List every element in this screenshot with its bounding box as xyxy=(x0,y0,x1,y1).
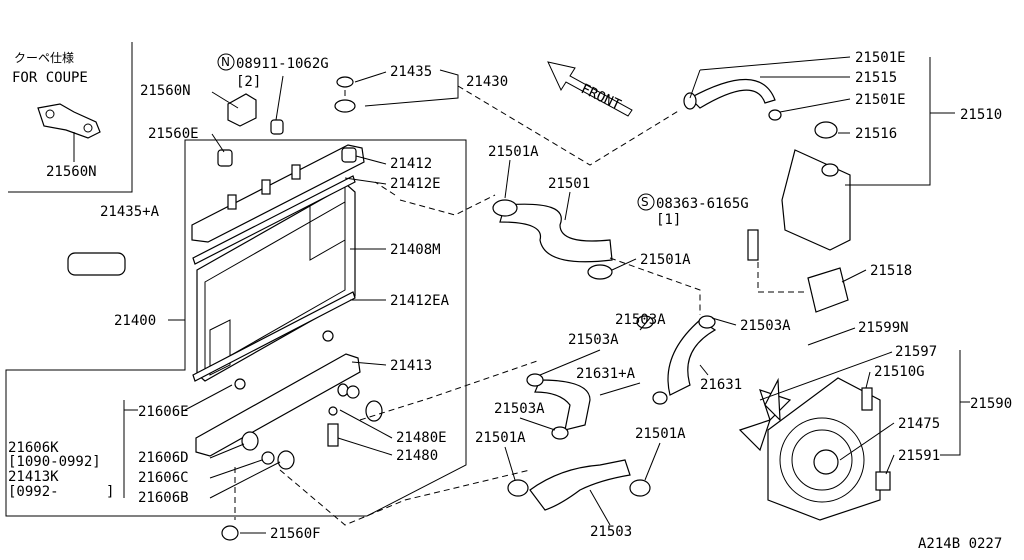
label-21510g: 21510G xyxy=(874,364,925,380)
label-21560f: 21560F xyxy=(270,526,321,542)
label-21503a-4: 21503A xyxy=(494,401,545,417)
label-21480: 21480 xyxy=(396,448,438,464)
label-21400: 21400 xyxy=(114,313,156,329)
label-21503a-1: 21503A xyxy=(568,332,619,348)
label-21501a-3: 21501A xyxy=(475,430,526,446)
label-08911: 08911-1062G xyxy=(236,56,329,72)
label-21435a: 21435+A xyxy=(100,204,160,220)
label-21606k: 21606K xyxy=(8,440,59,456)
label-21631: 21631 xyxy=(700,377,742,393)
label-21435: 21435 xyxy=(390,64,432,80)
hoses xyxy=(492,78,782,511)
label-21412ea: 21412EA xyxy=(390,293,450,309)
clamps xyxy=(507,315,716,497)
label-21590: 21590 xyxy=(970,396,1012,412)
label-21606c: 21606C xyxy=(138,470,189,486)
label-21510: 21510 xyxy=(960,107,1002,123)
label-leaders xyxy=(124,56,895,534)
label-21503: 21503 xyxy=(590,524,632,540)
leader-lines xyxy=(123,57,970,526)
label-21503a-3: 21503A xyxy=(740,318,791,334)
front-arrow xyxy=(547,61,633,117)
label-21516: 21516 xyxy=(855,126,897,142)
label-21606b: 21606B xyxy=(138,490,189,506)
label-21606e: 21606E xyxy=(138,404,189,420)
reservoir-tank xyxy=(747,121,851,313)
label-21501: 21501 xyxy=(548,176,590,192)
label-21501a-4: 21501A xyxy=(635,426,686,442)
label-21501a-2: 21501A xyxy=(640,252,691,268)
label-21560n-coupe: 21560N xyxy=(46,164,97,180)
label-21501e-1: 21501E xyxy=(855,50,906,66)
label-08363-qty: [1] xyxy=(656,212,681,228)
radiator-frame xyxy=(5,139,467,517)
label-21475: 21475 xyxy=(898,416,940,432)
label-08363: 08363-6165G xyxy=(656,196,749,212)
label-21501a-1: 21501A xyxy=(488,144,539,160)
label-21408m: 21408M xyxy=(390,242,441,258)
label-21430: 21430 xyxy=(466,74,508,90)
small-parts xyxy=(67,76,383,541)
label-range2: [0992- xyxy=(8,484,59,500)
label-for-coupe: FOR COUPE xyxy=(12,70,88,86)
label-coupe-jp: クーペ仕様 xyxy=(14,51,74,65)
label-21599n: 21599N xyxy=(858,320,909,336)
label-08911-qty: [2] xyxy=(236,74,261,90)
label-21412: 21412 xyxy=(390,156,432,172)
label-n-symbol: N xyxy=(221,55,230,69)
fan-shroud xyxy=(738,377,891,521)
part-labels: クーペ仕様 FOR COUPE 21560N N 08911-1062G [2]… xyxy=(8,50,1012,552)
label-range1: [1090-0992] xyxy=(8,454,101,470)
label-21631a: 21631+A xyxy=(576,366,636,382)
label-21518: 21518 xyxy=(870,263,912,279)
radiator-core xyxy=(191,144,365,457)
label-21412e: 21412E xyxy=(390,176,441,192)
label-range2-close: ] xyxy=(106,484,114,500)
label-21413: 21413 xyxy=(390,358,432,374)
label-ref: A214B 0227 xyxy=(918,536,1002,552)
label-21560n: 21560N xyxy=(140,83,191,99)
label-21501e-2: 21501E xyxy=(855,92,906,108)
label-21591: 21591 xyxy=(898,448,940,464)
label-21413k: 21413K xyxy=(8,469,59,485)
label-front: FRONT xyxy=(578,81,623,114)
label-21480e: 21480E xyxy=(396,430,447,446)
label-21503a-2: 21503A xyxy=(615,312,666,328)
label-21515: 21515 xyxy=(855,70,897,86)
coupe-inset xyxy=(8,42,133,193)
label-21606d: 21606D xyxy=(138,450,189,466)
label-21597: 21597 xyxy=(895,344,937,360)
label-21560e: 21560E xyxy=(148,126,199,142)
label-s-symbol: S xyxy=(641,195,649,209)
